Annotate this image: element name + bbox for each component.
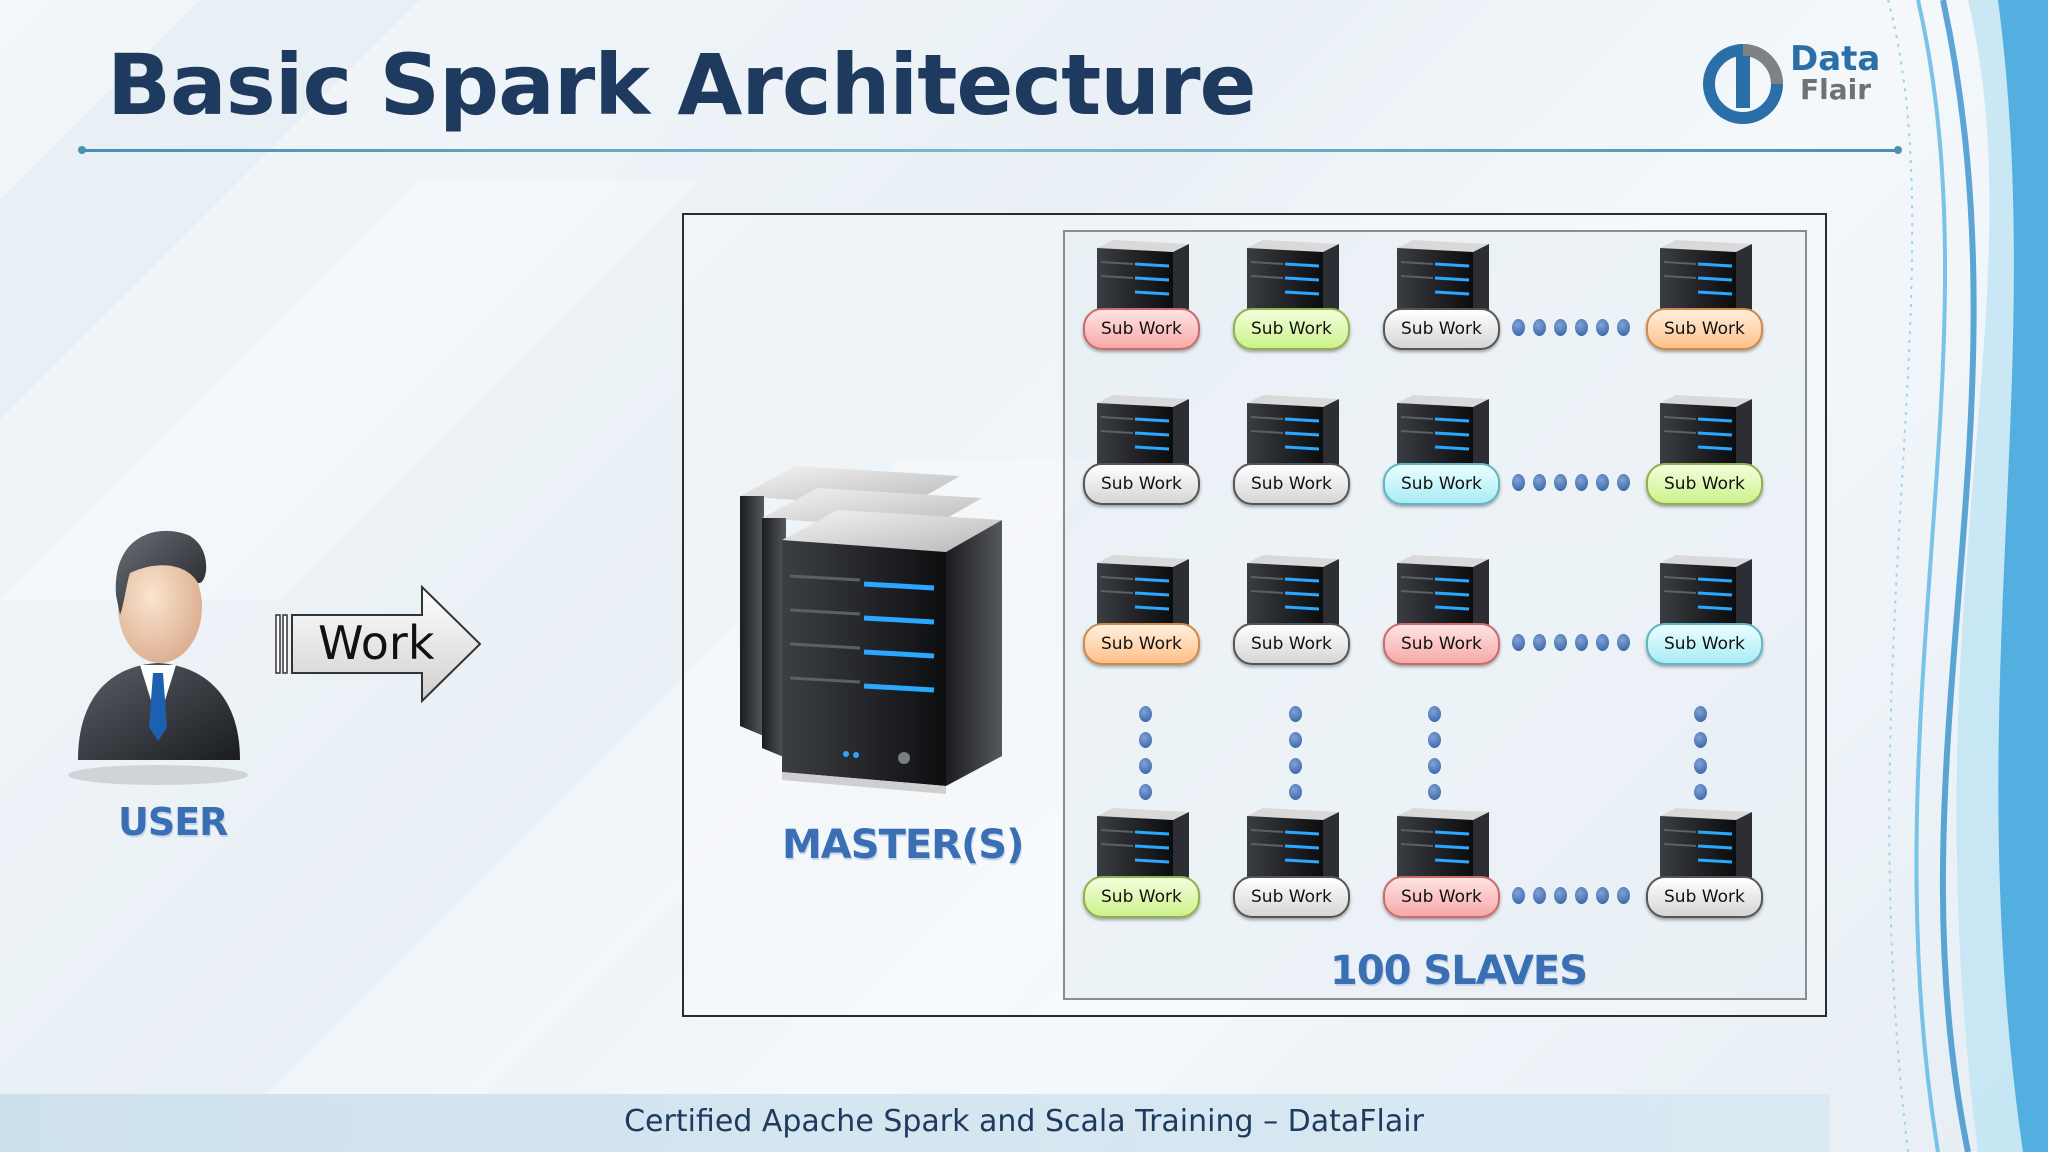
title-underline (78, 146, 1902, 154)
ellipsis-dots-icon (1694, 732, 1707, 748)
ellipsis-dots-icon (1694, 784, 1707, 800)
ellipsis-dots-icon (1554, 887, 1567, 904)
sub-work-label: Sub Work (1383, 623, 1500, 665)
decorative-swoosh (1887, 0, 2048, 1152)
user-avatar-icon (68, 530, 248, 785)
ellipsis-dots-icon (1617, 887, 1630, 904)
ellipsis-dots-icon (1575, 319, 1588, 336)
ellipsis-dots-icon (1554, 634, 1567, 651)
sub-work-label: Sub Work (1083, 463, 1200, 505)
ellipsis-dots-icon (1428, 732, 1441, 748)
ellipsis-dots-icon (1533, 634, 1546, 651)
ellipsis-dots-icon (1575, 474, 1588, 491)
work-label: Work (318, 616, 435, 670)
ellipsis-dots-icon (1139, 732, 1152, 748)
ellipsis-dots-icon (1533, 887, 1546, 904)
sub-work-label: Sub Work (1083, 623, 1200, 665)
ellipsis-dots-icon (1533, 474, 1546, 491)
ellipsis-dots-icon (1428, 784, 1441, 800)
master-label: MASTER(S) (782, 822, 1024, 868)
ellipsis-dots-icon (1554, 474, 1567, 491)
ellipsis-dots-icon (1533, 319, 1546, 336)
ellipsis-dots-icon (1289, 706, 1302, 722)
master-server-icon (740, 466, 1002, 794)
ellipsis-dots-icon (1139, 706, 1152, 722)
sub-work-label: Sub Work (1383, 463, 1500, 505)
ellipsis-dots-icon (1139, 758, 1152, 774)
ellipsis-dots-icon (1575, 887, 1588, 904)
ellipsis-dots-icon (1512, 319, 1525, 336)
sub-work-label: Sub Work (1083, 308, 1200, 350)
ellipsis-dots-icon (1694, 758, 1707, 774)
sub-work-label: Sub Work (1383, 876, 1500, 918)
ellipsis-dots-icon (1596, 319, 1609, 336)
dataflair-logo-icon (1703, 44, 1783, 124)
ellipsis-dots-icon (1694, 706, 1707, 722)
ellipsis-dots-icon (1512, 474, 1525, 491)
ellipsis-dots-icon (1596, 474, 1609, 491)
sub-work-label: Sub Work (1646, 876, 1763, 918)
logo-text-data: Data (1790, 39, 1881, 79)
logo-text-flair: Flair (1800, 73, 1872, 106)
ellipsis-dots-icon (1554, 319, 1567, 336)
page-title: Basic Spark Architecture (107, 36, 1256, 134)
ellipsis-dots-icon (1617, 474, 1630, 491)
footer-bar (0, 1094, 1830, 1152)
ellipsis-dots-icon (1512, 887, 1525, 904)
ellipsis-dots-icon (1428, 758, 1441, 774)
sub-work-label: Sub Work (1083, 876, 1200, 918)
work-arrow-icon (275, 585, 482, 703)
sub-work-label: Sub Work (1233, 876, 1350, 918)
ellipsis-dots-icon (1512, 634, 1525, 651)
user-label: USER (118, 800, 228, 844)
ellipsis-dots-icon (1428, 706, 1441, 722)
sub-work-label: Sub Work (1646, 308, 1763, 350)
sub-work-label: Sub Work (1233, 463, 1350, 505)
ellipsis-dots-icon (1139, 784, 1152, 800)
ellipsis-dots-icon (1575, 634, 1588, 651)
ellipsis-dots-icon (1289, 732, 1302, 748)
ellipsis-dots-icon (1596, 634, 1609, 651)
sub-work-label: Sub Work (1233, 623, 1350, 665)
dataflair-logo: Data Flair (1698, 36, 1888, 126)
slaves-label: 100 SLAVES (1330, 948, 1588, 994)
sub-work-label: Sub Work (1233, 308, 1350, 350)
ellipsis-dots-icon (1617, 319, 1630, 336)
ellipsis-dots-icon (1596, 887, 1609, 904)
sub-work-label: Sub Work (1646, 623, 1763, 665)
ellipsis-dots-icon (1289, 758, 1302, 774)
sub-work-label: Sub Work (1383, 308, 1500, 350)
sub-work-label: Sub Work (1646, 463, 1763, 505)
ellipsis-dots-icon (1617, 634, 1630, 651)
ellipsis-dots-icon (1289, 784, 1302, 800)
footer-text: Certified Apache Spark and Scala Trainin… (624, 1104, 1424, 1139)
